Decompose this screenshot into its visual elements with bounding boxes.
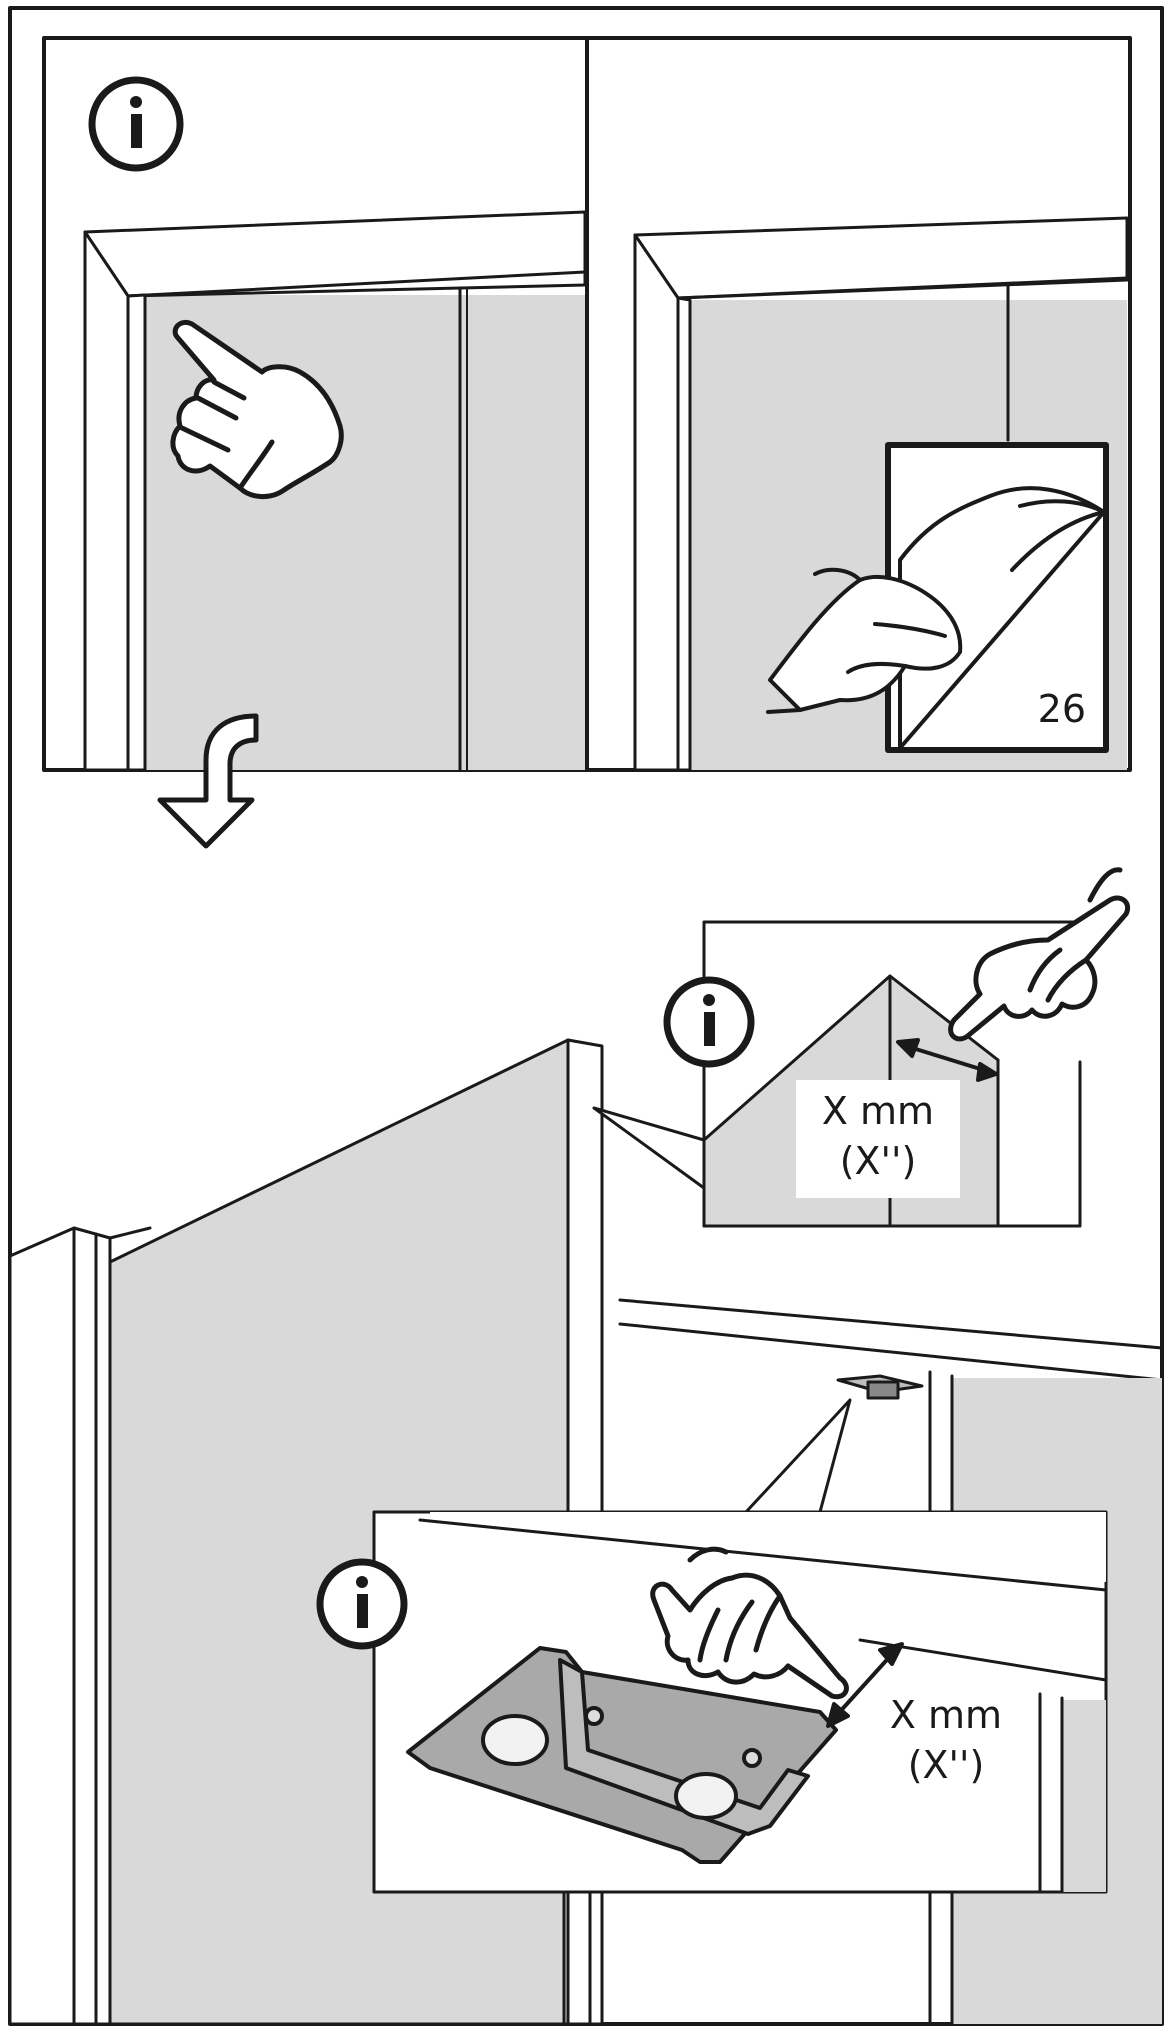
detail-right-door <box>1062 1700 1106 1892</box>
pointing-hand-icon-lower <box>650 1546 849 1700</box>
mounting-bracket <box>406 1646 838 1864</box>
bracket-detail-callout: X mm (X'') <box>372 1510 1108 1894</box>
edge-detail-callout: X mm (X'') <box>592 867 1130 1228</box>
cabinet-top-inner-line <box>126 270 587 298</box>
lower-scene: X mm (X'') <box>8 867 1164 2026</box>
detail-ceiling-line <box>418 1518 1108 1592</box>
pointing-hand-icon <box>170 320 344 499</box>
dim-label-bg-upper <box>796 1080 960 1198</box>
dimension-label-lower-line2: (X'') <box>908 1743 985 1787</box>
pointing-hand-icon-upper <box>948 867 1130 1042</box>
cabinet-side-edge <box>83 230 147 772</box>
edge-detail-frame <box>702 920 1084 1142</box>
dimension-label-upper-line1: X mm <box>822 1089 934 1133</box>
dimension-arrow-upper <box>896 1038 998 1082</box>
info-icon-edge-callout <box>663 976 755 1068</box>
page-turn-icon <box>766 486 1106 750</box>
edge-callout-pointer <box>592 1106 706 1190</box>
dim-label-bg-lower <box>868 1686 1032 1802</box>
top-left-cabinet-scene <box>83 210 587 772</box>
dimension-label-upper-line2: (X'') <box>840 1139 917 1183</box>
info-icon-bracket-callout <box>316 1558 408 1650</box>
cabinet-top-inner-right <box>676 278 1129 300</box>
page-reference-number: 26 <box>1038 687 1086 731</box>
page-reference: 26 <box>766 442 1109 753</box>
info-icon <box>88 76 184 172</box>
ceiling-line-2 <box>618 1322 1164 1382</box>
left-wall-cabinet <box>8 1226 112 2026</box>
dimension-label-lower-line1: X mm <box>890 1693 1002 1737</box>
detail-ceiling <box>430 1512 1106 1582</box>
left-top-line <box>108 1226 152 1240</box>
top-panels: 26 <box>42 36 1132 772</box>
cabinet-side-edge-right <box>633 233 692 772</box>
dimension-arrow-lower <box>826 1642 904 1728</box>
ceiling-bracket <box>836 1374 924 1400</box>
arrow-down-icon <box>157 713 259 849</box>
ceiling-line <box>618 1298 1164 1350</box>
top-right-cabinet-scene: 26 <box>633 216 1129 772</box>
